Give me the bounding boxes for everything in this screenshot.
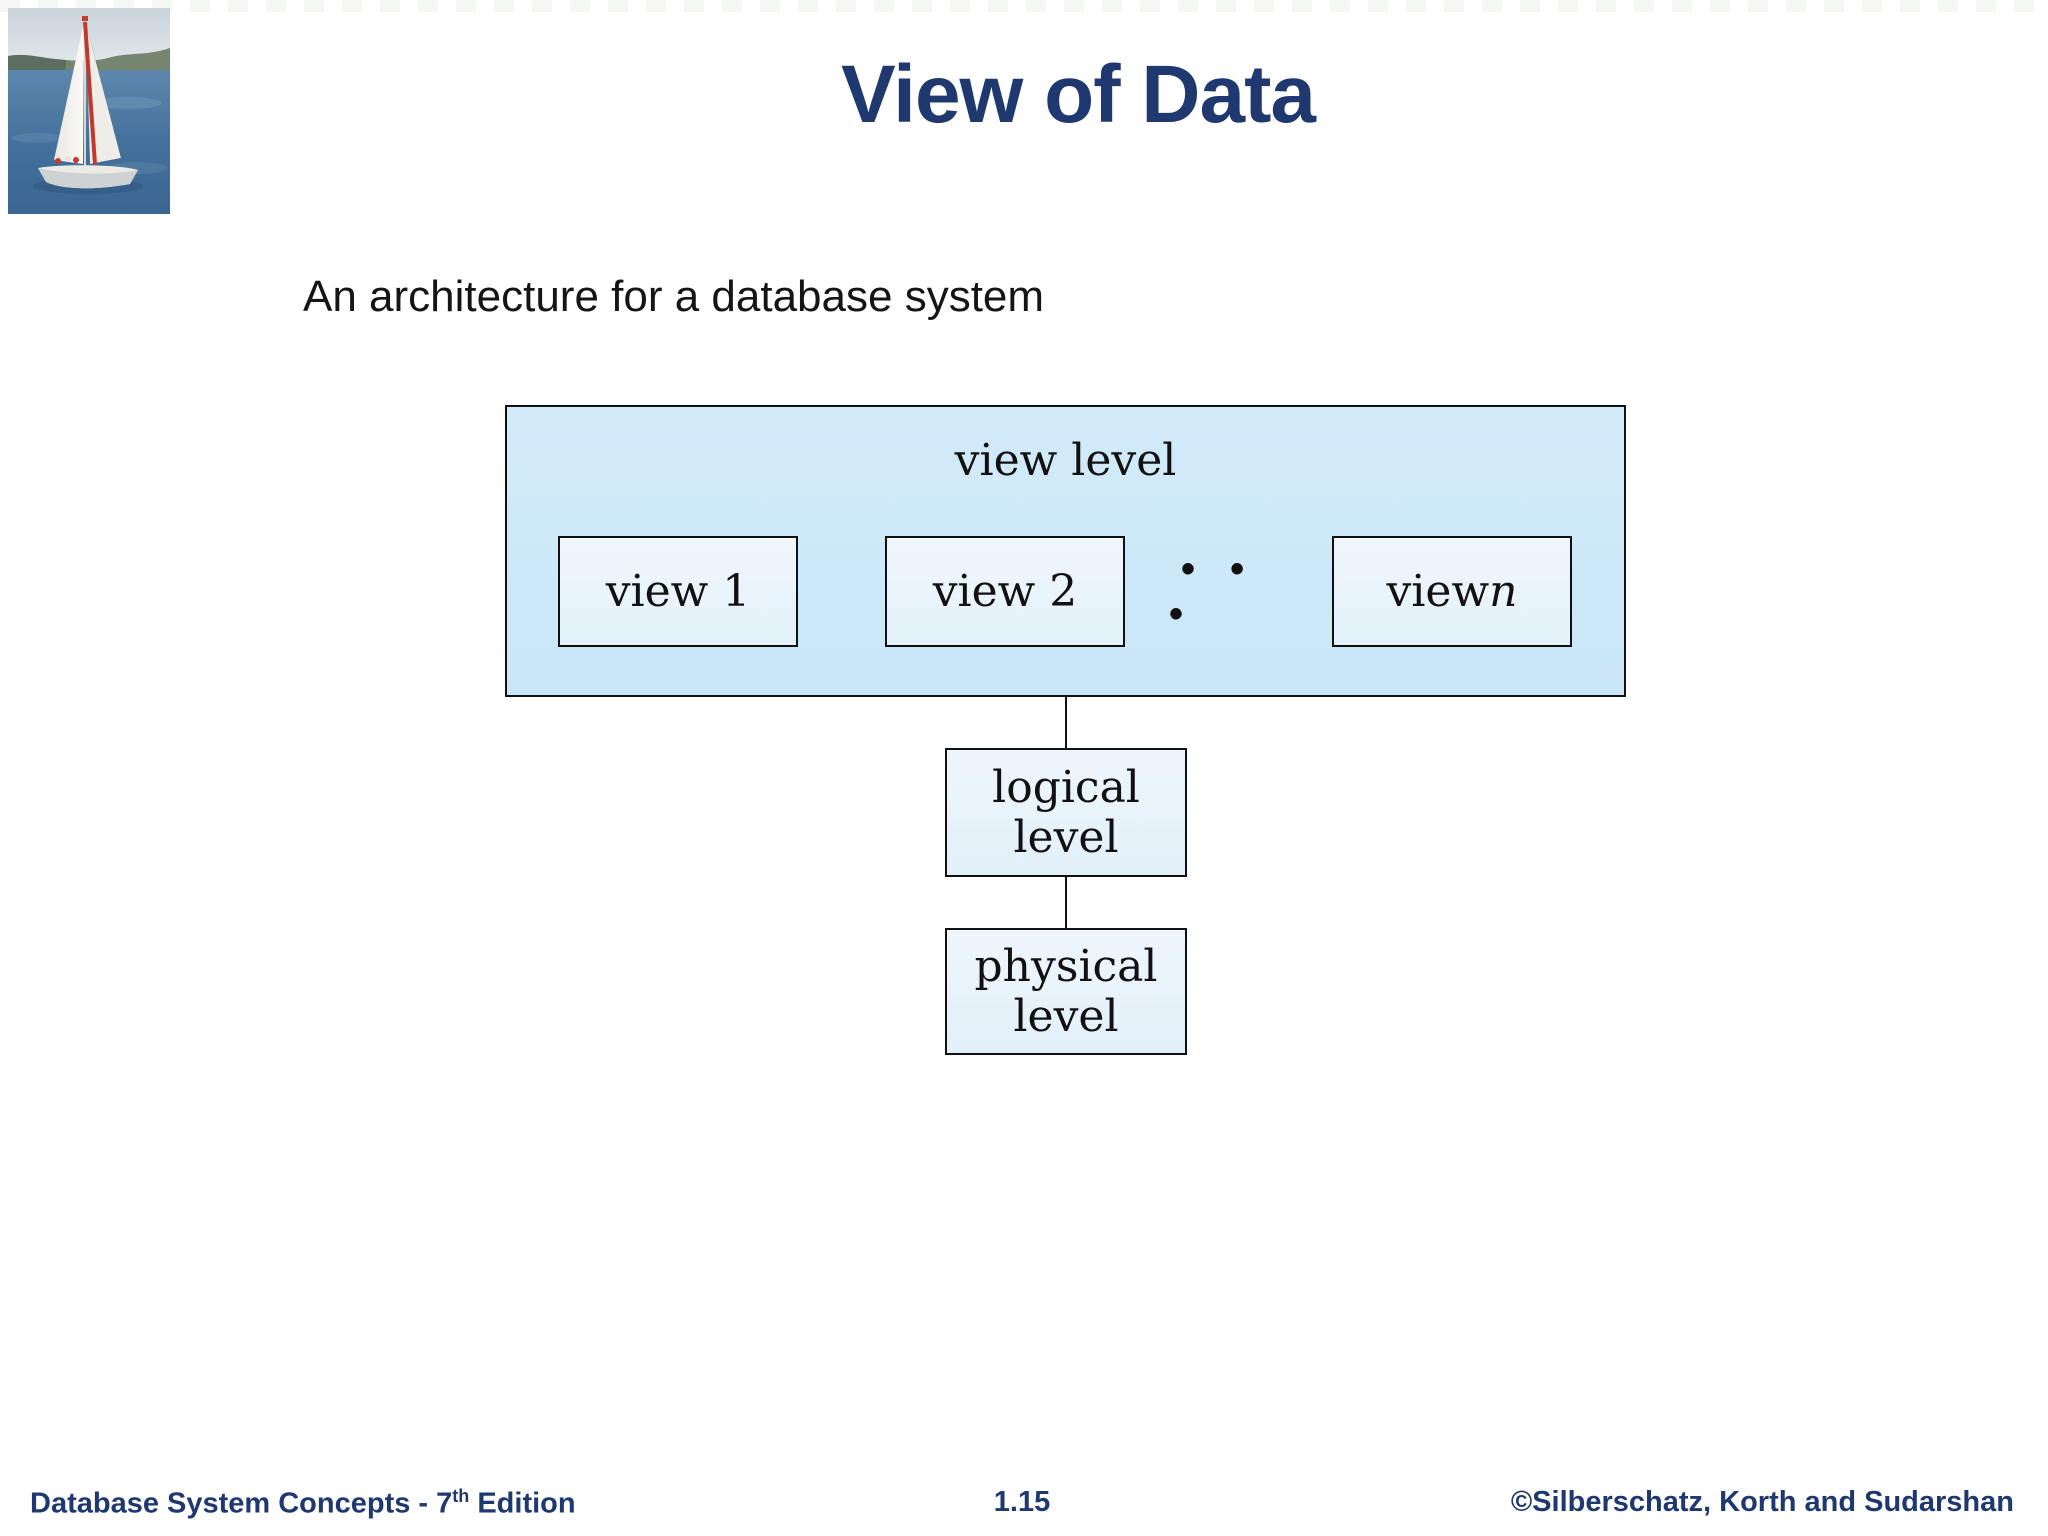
connector-logical-to-physical <box>1065 877 1067 928</box>
logical-level-box: logical level <box>945 748 1187 877</box>
footer-edition-superscript: th <box>452 1486 470 1506</box>
slide-subtitle: An architecture for a database system <box>303 272 1045 321</box>
architecture-diagram: view level view 1 view 2 • • • view n lo… <box>505 405 1626 1055</box>
view-n-label-italic: n <box>1489 566 1518 617</box>
footer-book-title: Database System Concepts - 7th Edition <box>30 1486 576 1521</box>
footer-book-title-text: Database System Concepts - 7 <box>30 1487 453 1520</box>
physical-level-line2: level <box>1013 990 1119 1042</box>
logical-level-line1: logical <box>992 762 1140 814</box>
view-1-box: view 1 <box>558 536 798 647</box>
physical-level-line1: physical <box>974 941 1158 993</box>
top-edge-texture <box>0 0 2048 12</box>
page-number: 1.15 <box>993 1486 1051 1518</box>
sailboat-illustration <box>8 8 170 214</box>
view-level-label: view level <box>954 435 1177 486</box>
physical-level-box: physical level <box>945 928 1187 1055</box>
sailboat-photo <box>8 8 170 214</box>
page-title: View of Data <box>840 49 1316 140</box>
view-n-label: view <box>1386 566 1490 617</box>
view-2-box: view 2 <box>885 536 1125 647</box>
footer-copyright: ©Silberschatz, Korth and Sudarshan <box>1510 1486 2014 1518</box>
ellipsis-dots: • • • <box>1169 546 1257 636</box>
view-2-label: view 2 <box>932 566 1078 617</box>
logical-level-line2: level <box>1013 811 1119 863</box>
view-1-label: view 1 <box>605 566 751 617</box>
connector-view-to-logical <box>1065 697 1067 748</box>
view-n-box: view n <box>1332 536 1572 647</box>
footer-edition-text: Edition <box>469 1487 576 1520</box>
slide-footer: 1.15 Database System Concepts - 7th Edit… <box>30 1486 2014 1530</box>
